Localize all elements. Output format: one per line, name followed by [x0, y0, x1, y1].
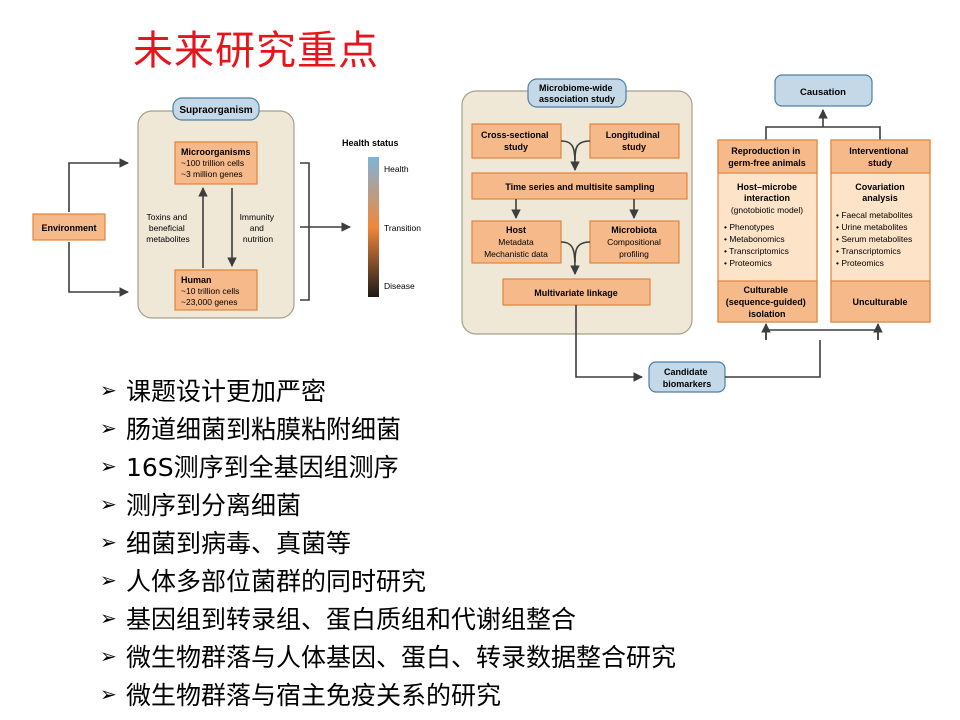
time-series-box: [471, 172, 688, 200]
arrow-bullet-icon: ➢: [100, 530, 117, 554]
arrow-bullet-icon: ➢: [100, 492, 117, 516]
env-to-human-arrow: [68, 242, 129, 297]
environment-box: [32, 213, 106, 241]
host-box: [471, 220, 562, 264]
causation-bracket: [765, 126, 881, 140]
transition-label: Transition: [384, 223, 421, 233]
longitudinal-label: Longitudinal study: [606, 130, 663, 152]
feedback-bracket: [300, 162, 310, 301]
arrow-bullet-icon: ➢: [100, 568, 117, 592]
bullet-item: ➢细菌到病毒、真菌等: [100, 529, 352, 558]
health-label: Health: [384, 164, 409, 174]
multivariate-box: [502, 278, 651, 306]
host-microbe-title: Host–microbe: [737, 182, 797, 192]
interventional-label: Interventional study: [849, 146, 911, 168]
interventional-box: [830, 139, 931, 174]
bullet-item: ➢肠道细菌到粘膜粘附细菌: [100, 415, 402, 444]
microbiota-box: [589, 220, 680, 264]
host-metadata: Metadata: [498, 237, 534, 247]
human-genes: ~23,000 genes: [181, 297, 237, 307]
bullet-list: ➢课题设计更加严密 ➢肠道细菌到粘膜粘附细菌 ➢16S测序到全基因组测序 ➢测序…: [100, 371, 676, 713]
environment-label: Environment: [41, 223, 96, 233]
covariation-list: • Faecal metabolites • Urine metabolites…: [836, 210, 915, 268]
human-cells: ~10 trillion cells: [181, 286, 239, 296]
germ-free-box: [717, 139, 818, 174]
supraorganism-label: Supraorganism: [179, 105, 252, 116]
unculturable-box: [830, 280, 931, 323]
human-title: Human: [181, 275, 212, 285]
arrow-bullet-icon: ➢: [100, 682, 117, 706]
linkage-to-biomarkers-arrow: [575, 305, 643, 382]
immunity-label: Immunity and nutrition: [240, 212, 277, 244]
microorganisms-cells: ~100 trillion cells: [181, 158, 244, 168]
longitudinal-merge-line: [574, 140, 591, 161]
microorganisms-box: [174, 141, 258, 185]
covariation-analysis: analysis: [862, 193, 898, 203]
causation-box: [774, 74, 873, 107]
host-microbe-list: • Phenotypes • Metabonomics • Transcript…: [724, 222, 791, 268]
arrow-bullet-icon: ➢: [100, 606, 117, 630]
mwas-label-box: [527, 78, 627, 108]
arrow-bullet-icon: ➢: [100, 644, 117, 668]
cross-to-timeseries-arrow: [560, 140, 580, 171]
gnotobiotic-label: (gnotobiotic model): [731, 205, 803, 215]
longitudinal-box: [589, 123, 680, 159]
host-microbe-interaction: interaction: [744, 193, 790, 203]
biomarkers-stem: [725, 340, 821, 378]
cross-sectional-box: [471, 123, 562, 159]
env-to-microbe-arrow: [68, 158, 129, 212]
bullet-item: ➢课题设计更加严密: [100, 377, 327, 406]
bullet-item: ➢微生物群落与宿主免疫关系的研究: [100, 681, 502, 710]
microbiota-title: Microbiota: [611, 225, 657, 235]
supraorganism-diagram: Supraorganism Microorganisms ~100 trilli…: [32, 97, 421, 319]
microbiota-profiling: profiling: [619, 249, 649, 259]
bullet-item: ➢人体多部位菌群的同时研究: [100, 567, 427, 596]
host-mechanistic: Mechanistic data: [484, 249, 548, 259]
culturable-box: [717, 280, 818, 323]
microorganisms-title: Microorganisms: [181, 147, 251, 157]
bullet-item: ➢16S测序到全基因组测序: [100, 453, 399, 482]
culturable-label: Culturable (sequence-guided) isolation: [726, 285, 809, 319]
host-title: Host: [506, 225, 526, 235]
arrow-bullet-icon: ➢: [100, 454, 117, 478]
slide-title: 未来研究重点: [133, 28, 379, 74]
covariation-title: Covariation: [855, 182, 905, 192]
microorganisms-genes: ~3 million genes: [181, 169, 243, 179]
candidate-biomarkers-label: Candidate biomarkers: [663, 367, 712, 389]
germ-free-label: Reproduction in germ-free animals: [728, 146, 806, 168]
biomarkers-bracket: [765, 329, 879, 340]
microbiota-compositional: Compositional: [607, 237, 661, 247]
bullet-item: ➢微生物群落与人体基因、蛋白、转录数据整合研究: [100, 643, 677, 672]
bullet-item: ➢基因组到转录组、蛋白质组和代谢组整合: [100, 605, 577, 634]
health-status-bar: [368, 157, 379, 297]
arrow-bullet-icon: ➢: [100, 378, 117, 402]
figure-diagrams: Supraorganism Microorganisms ~100 trilli…: [32, 74, 931, 393]
disease-label: Disease: [384, 281, 415, 291]
human-box: [174, 269, 258, 311]
toxins-label: Toxins and beneficial metabolites: [146, 212, 189, 244]
supraorganism-label-box: [172, 97, 260, 121]
health-status-title: Health status: [342, 138, 399, 148]
host-to-linkage-arrow: [560, 241, 580, 275]
multivariate-label: Multivariate linkage: [534, 288, 618, 298]
mwas-diagram: Microbiome-wide association study Cross-…: [461, 74, 931, 393]
causation-label: Causation: [800, 87, 846, 98]
mwas-label: Microbiome-wide association study: [539, 83, 615, 104]
bullet-item: ➢测序到分离细菌: [100, 491, 302, 520]
time-series-label: Time series and multisite sampling: [505, 182, 654, 192]
arrow-bullet-icon: ➢: [100, 416, 117, 440]
unculturable-label: Unculturable: [852, 297, 907, 307]
cross-sectional-label: Cross-sectional study: [481, 130, 551, 152]
microbiota-merge-line: [574, 241, 591, 263]
